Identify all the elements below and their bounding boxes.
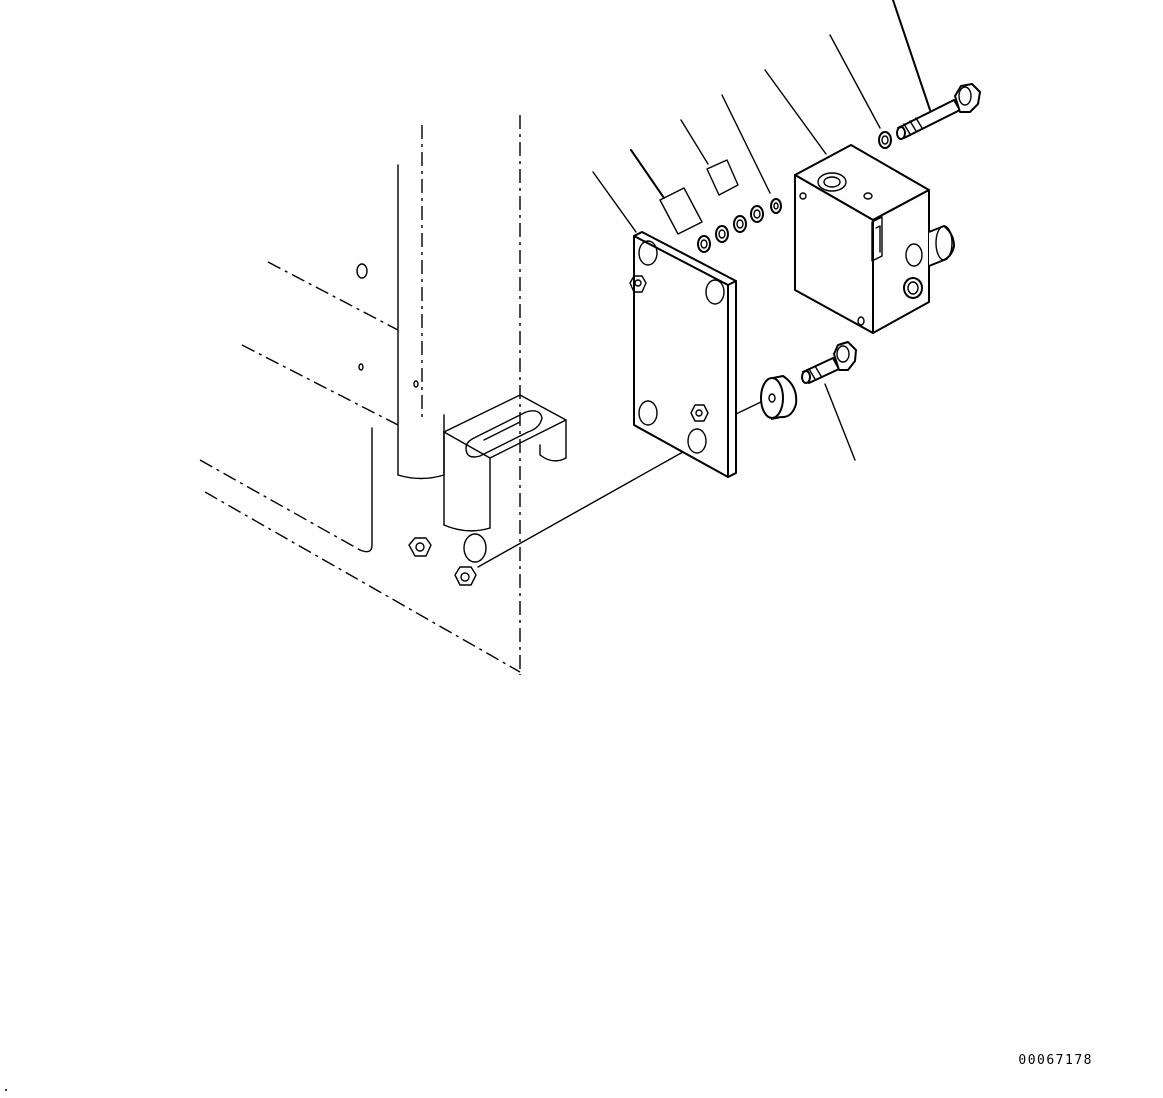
nut	[408, 537, 432, 557]
nut	[454, 566, 477, 586]
short-bolt	[801, 341, 857, 384]
o-ring-stack	[659, 159, 782, 253]
drawing-number: 00067178	[1018, 1053, 1093, 1068]
spacer-bushing	[735, 375, 798, 420]
o-ring	[715, 225, 729, 243]
o-ring	[750, 205, 764, 223]
mounting-plate	[629, 231, 737, 478]
bracket-frame	[199, 115, 691, 675]
o-ring	[697, 235, 711, 253]
o-ring	[733, 215, 747, 233]
corner-mark	[5, 1089, 7, 1091]
valve-block	[794, 144, 955, 334]
washer	[878, 131, 892, 149]
long-bolt	[896, 83, 981, 140]
leader-lines	[592, 0, 931, 461]
washer	[770, 198, 782, 214]
